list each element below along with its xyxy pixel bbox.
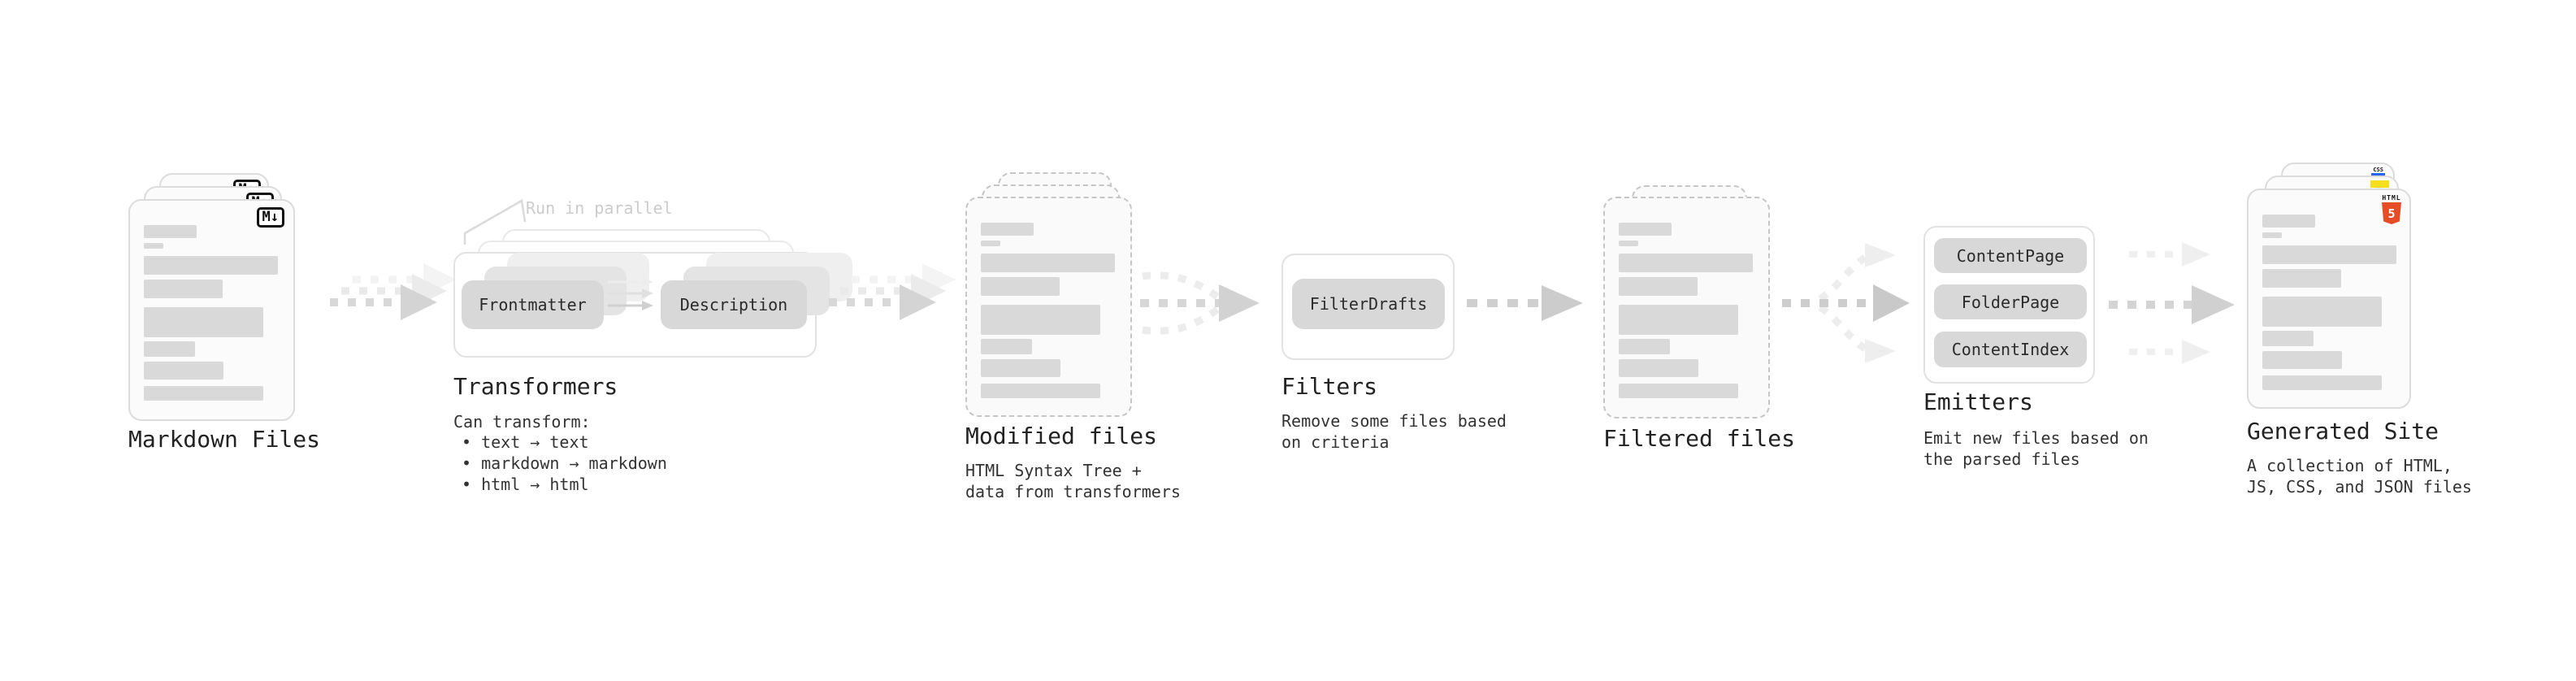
skeleton-bar	[981, 241, 1000, 246]
transformers-bullet: • text → text	[462, 432, 589, 452]
filters-desc: Remove some files based on criteria	[1281, 411, 1507, 452]
flow-arrow-transformers-to-modified	[829, 263, 956, 320]
stage-label-filters: Filters	[1281, 373, 1378, 400]
skeleton-bar	[981, 305, 1100, 335]
skeleton-bar	[1619, 277, 1698, 296]
css-icon: CSS	[2371, 167, 2385, 176]
skeleton-bar	[144, 341, 195, 357]
skeleton-bar	[2262, 297, 2382, 327]
parallel-mini-arrows	[608, 277, 653, 310]
emitters-desc: Emit new files based on the parsed files	[1923, 428, 2149, 469]
modified-file-card	[965, 197, 1132, 417]
skeleton-bar	[144, 225, 197, 238]
flow-arrow-markdown-to-transformers	[330, 263, 457, 320]
skeleton-bar	[2262, 331, 2314, 346]
skeleton-bar	[2262, 232, 2282, 238]
markdown-icon: M↓	[256, 207, 284, 228]
skeleton-bar	[981, 359, 1060, 377]
emitter-pill-folderpage: FolderPage	[1934, 284, 2087, 319]
stage-label-generated-site: Generated Site	[2247, 418, 2439, 445]
skeleton-bar	[144, 243, 163, 249]
emitter-pill-contentindex: ContentIndex	[1934, 332, 2087, 367]
annotation-callout-line	[463, 199, 527, 245]
skeleton-bar	[2262, 215, 2315, 228]
skeleton-bar	[2262, 375, 2382, 390]
skeleton-bar	[144, 362, 223, 380]
html5-icon: HTML 5	[2380, 194, 2403, 224]
flow-arrow-modified-to-filters	[1140, 271, 1260, 335]
skeleton-bar	[1619, 254, 1753, 272]
javascript-icon	[2370, 180, 2389, 188]
skeleton-bar	[981, 384, 1100, 398]
skeleton-bar	[1619, 339, 1670, 354]
modified-files-desc: HTML Syntax Tree + data from transformer…	[965, 461, 1181, 501]
skeleton-bar	[2262, 351, 2342, 369]
skeleton-bar	[144, 307, 263, 337]
stage-label-filtered-files: Filtered files	[1603, 425, 1796, 452]
annotation-run-in-parallel: Run in parallel	[526, 198, 673, 218]
generated-file-card: HTML 5	[2247, 189, 2411, 409]
skeleton-bar	[2262, 269, 2341, 288]
skeleton-bar	[144, 386, 263, 401]
transformer-pill-frontmatter: Frontmatter	[462, 280, 604, 329]
emitter-pill-contentpage: ContentPage	[1934, 238, 2087, 273]
transformers-bullet: • html → html	[462, 475, 589, 494]
stage-label-markdown-files: Markdown Files	[128, 426, 321, 453]
skeleton-bar	[981, 277, 1060, 296]
skeleton-bar	[144, 256, 278, 275]
markdown-file-card: M↓	[128, 199, 295, 421]
skeleton-bar	[1619, 223, 1672, 236]
skeleton-bar	[144, 280, 223, 298]
filtered-file-card	[1603, 197, 1770, 419]
skeleton-bar	[981, 223, 1034, 236]
stage-label-transformers: Transformers	[453, 373, 618, 400]
skeleton-bar	[1619, 305, 1738, 335]
stage-label-emitters: Emitters	[1923, 388, 2033, 415]
flow-arrow-filtered-to-emitters	[1782, 243, 1910, 363]
skeleton-bar	[1619, 384, 1738, 398]
flow-arrow-filters-to-filtered	[1467, 285, 1583, 321]
flow-arrow-emitters-to-generated	[2109, 242, 2235, 364]
transformer-pill-description: Description	[661, 280, 807, 329]
skeleton-bar	[1619, 241, 1638, 246]
filter-pill-filterdrafts: FilterDrafts	[1292, 279, 1445, 329]
skeleton-bar	[981, 339, 1032, 354]
transformers-bullet: • markdown → markdown	[462, 453, 667, 473]
generated-site-desc: A collection of HTML, JS, CSS, and JSON …	[2247, 456, 2472, 497]
skeleton-bar	[1619, 359, 1698, 377]
skeleton-bar	[2262, 245, 2396, 264]
skeleton-bar	[981, 254, 1115, 272]
transformers-desc-intro: Can transform:	[453, 412, 591, 432]
stage-label-modified-files: Modified files	[965, 423, 1158, 449]
